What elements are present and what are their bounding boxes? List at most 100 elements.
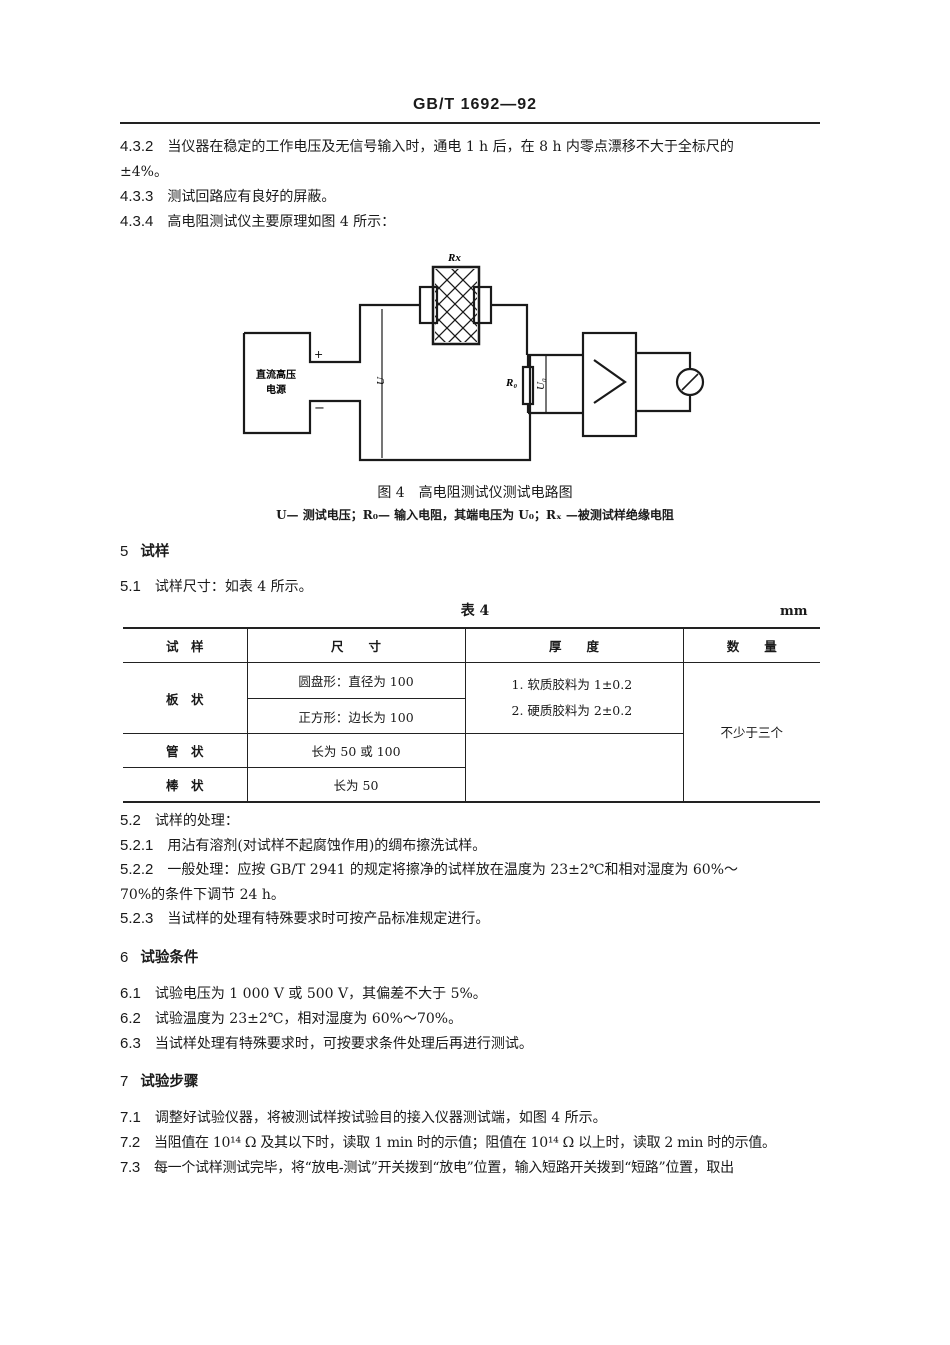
clause-4-3-2: 4.3.2 当仪器在稳定的工作电压及无信号输入时，通电 1 h 后，在 8 h 内… [120,136,734,158]
cell-size: 长为 50 [246,767,465,802]
clause-text: 试验电压为 1 000 V 或 500 V，其偏差不大于 5%。 [154,986,487,1002]
clause-6-2: 6.2 试验温度为 23±2℃，相对湿度为 60%～70%。 [120,1008,462,1030]
header-rule [120,122,820,124]
cell-sample: 管 状 [123,733,248,768]
clause-5-2-3: 5.2.3 当试样的处理有特殊要求时可按产品标准规定进行。 [120,908,489,930]
figure-caption: 图 4 高电阻测试仪测试电路图 [377,485,573,501]
section-5-heading: 5 试样 [120,541,169,563]
clause-text: 用沾有溶剂(对试样不起腐蚀作用)的绸布擦洗试样。 [167,838,487,854]
clause-number: 7.2 [120,1134,140,1151]
section-6-heading: 6 试验条件 [120,947,198,969]
cell-size: 圆盘形：直径为 100 [246,662,466,699]
r0-resistor [521,365,535,406]
clause-4-3-3: 4.3.3 测试回路应有良好的屏蔽。 [120,186,335,208]
table-row: 正方形：边长为 100 [123,698,820,734]
cell-thickness-empty [464,733,683,802]
thickness-line-2: 2. 硬质胶料为 2±0.2 [511,703,633,718]
clause-text: 调整好试验仪器，将被测试样按试验目的接入仪器测试端，如图 4 所示。 [154,1110,607,1126]
clause-5-2: 5.2 试样的处理： [120,810,239,832]
clause-6-3: 6.3 当试样处理有特殊要求时，可按要求条件处理后再进行测试。 [120,1033,533,1055]
clause-number: 5.2.2 [120,861,154,878]
table-title: 表 4 [460,603,490,619]
minus-sign: − [314,401,325,416]
clause-4-3-2-continued: ±4%。 [120,164,168,180]
clause-number: 4.3.2 [120,138,154,155]
clause-4-3-4: 4.3.4 高电阻测试仪主要原理如图 4 所示： [120,211,395,233]
clause-number: 5.2.3 [120,910,154,927]
clause-number: 5.2.1 [120,837,154,854]
clause-text: 试验温度为 23±2℃，相对湿度为 60%～70%。 [154,1011,463,1027]
clause-number: 7.1 [120,1109,141,1126]
cell-size: 长为 50 或 100 [246,733,466,768]
cell-thickness: 1. 软质胶料为 1±0.2 2. 硬质胶料为 2±0.2 [464,662,684,734]
cell-sample: 棒 状 [123,767,248,802]
amplifier-box [581,331,638,438]
rx-label: Rx [447,252,461,264]
clause-text: 高电阻测试仪主要原理如图 4 所示： [167,214,396,230]
clause-5-1: 5.1 试样尺寸：如表 4 所示。 [120,576,313,598]
rx-electrode-left [418,285,439,325]
power-supply-label-1: 直流高压 [256,368,296,381]
meter-circle [675,367,705,397]
header-size: 尺 寸 [246,627,466,663]
table-header-row: 试 样 尺 寸 厚 度 数 量 [123,627,820,663]
power-supply-label-2: 电源 [266,383,286,396]
document-header: GB/T 1692—92 [412,96,538,113]
section-number: 6 [120,949,129,966]
section-number: 7 [120,1073,129,1090]
clause-7-3: 7.3 每一个试样测试完毕，将“放电-测试”开关拨到“放电”位置，输入短路开关拨到… [120,1157,734,1179]
clause-number: 5.1 [120,578,141,595]
clause-5-2-2-continued: 70%的条件下调节 24 h。 [120,887,285,903]
section-number: 5 [120,543,129,560]
header-sample: 试 样 [123,627,248,663]
amplifier-symbol [593,359,627,404]
cell-size: 正方形：边长为 100 [247,698,465,734]
rx-right-wire [491,303,529,355]
clause-text: 当阻值在 10¹⁴ Ω 及其以下时，读取 1 min 时的示值；阻值在 10¹⁴… [153,1135,776,1151]
clause-text: 试样的处理： [154,813,239,829]
section-title: 试验条件 [140,949,199,966]
clause-7-2: 7.2 当阻值在 10¹⁴ Ω 及其以下时，读取 1 min 时的示值；阻值在 1… [120,1132,776,1154]
u0-label: U₀ [535,378,547,390]
table-row: 棒 状 长为 50 [123,767,820,802]
plus-sign: + [314,348,323,361]
clause-text: 当试样处理有特殊要求时，可按要求条件处理后再进行测试。 [154,1036,533,1052]
clause-text: 当仪器在稳定的工作电压及无信号输入时，通电 1 h 后，在 8 h 内零点漂移不… [167,139,734,155]
clause-number: 4.3.3 [120,188,154,205]
section-title: 试验步骤 [140,1073,199,1090]
clause-text: 测试回路应有良好的屏蔽。 [167,189,336,205]
clause-number: 6.3 [120,1035,141,1052]
table-row: 板 状 圆盘形：直径为 100 1. 软质胶料为 1±0.2 2. 硬质胶料为 … [123,662,820,802]
clause-5-2-1: 5.2.1 用沾有溶剂(对试样不起腐蚀作用)的绸布擦洗试样。 [120,835,486,857]
clause-7-1: 7.1 调整好试验仪器，将被测试样按试验目的接入仪器测试端，如图 4 所示。 [120,1107,607,1129]
table-unit: mm [780,604,808,619]
circuit-diagram: Rx 直流高压 电源 + − U R₀ U₀ [242,252,705,462]
clause-text: 试样尺寸：如表 4 所示。 [154,579,313,595]
figure-legend: U— 测试电压；R₀— 输入电阻，其端电压为 U₀；Rₓ —被测试样绝缘电阻 [276,508,674,522]
clause-number: 5.2 [120,812,141,829]
section-7-heading: 7 试验步骤 [120,1071,198,1093]
clause-number: 7.3 [120,1159,140,1176]
positive-wire [244,303,420,364]
clause-text: 一般处理：应按 GB/T 2941 的规定将擦净的试样放在温度为 23±2℃和相… [167,862,739,878]
clause-5-2-2: 5.2.2 一般处理：应按 GB/T 2941 的规定将擦净的试样放在温度为 23… [120,859,738,881]
rx-specimen [431,265,481,346]
clause-6-1: 6.1 试验电压为 1 000 V 或 500 V，其偏差不大于 5%。 [120,983,487,1005]
r0-label: R₀ [505,377,517,389]
u-label: U [375,376,387,385]
clause-text: 每一个试样测试完毕，将“放电-测试”开关拨到“放电”位置，输入短路开关拨到“短路… [153,1160,734,1176]
section-title: 试样 [140,543,170,560]
clause-number: 4.3.4 [120,213,154,230]
clause-text: 当试样的处理有特殊要求时可按产品标准规定进行。 [167,911,490,927]
header-quantity: 数 量 [682,627,820,663]
cell-quantity: 不少于三个 [682,662,820,802]
clause-number: 6.2 [120,1010,141,1027]
rx-electrode-right [472,285,493,325]
table-4: 试 样 尺 寸 厚 度 数 量 板 状 圆盘形：直径为 100 1. 软质胶料为… [123,627,820,803]
table-row: 管 状 长为 50 或 100 [123,733,820,802]
header-thickness: 厚 度 [464,627,684,663]
thickness-line-1: 1. 软质胶料为 1±0.2 [511,677,633,692]
cell-sample: 板 状 [123,662,248,734]
clause-number: 6.1 [120,985,141,1002]
negative-wire [242,333,532,462]
